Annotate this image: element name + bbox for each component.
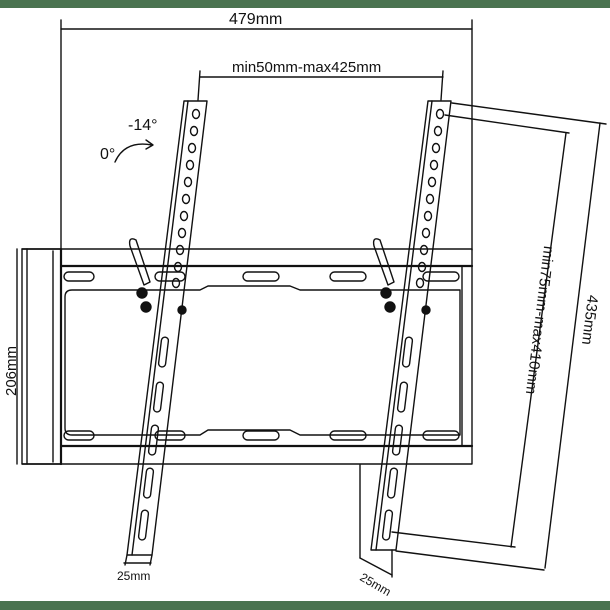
left-arm [126,100,208,556]
left-arm-width-label: 25mm [117,569,151,583]
tilt-end-angle-label: -14° [128,117,158,134]
tilt-arrowhead [145,139,154,150]
right-arm [370,100,452,551]
vesa-vertical-dimension [391,114,570,548]
top-frame-band [0,0,610,8]
bottom-frame-band [0,601,610,610]
tilt-start-angle-label: 0° [100,146,116,163]
right-arm-width-dimension [359,464,393,578]
arm-length-dimension [395,102,607,571]
tilt-arrow [114,143,153,163]
vesa-horizontal-label: min50mm-max425mm [232,59,382,76]
plate-height-label: 206mm [3,345,20,396]
vesa-horizontal-dimension [197,70,444,101]
overall-width-label: 479mm [229,11,283,28]
wall-plate [21,247,474,466]
left-arm-width-dimension [123,554,153,566]
overall-width-dimension [60,19,473,251]
